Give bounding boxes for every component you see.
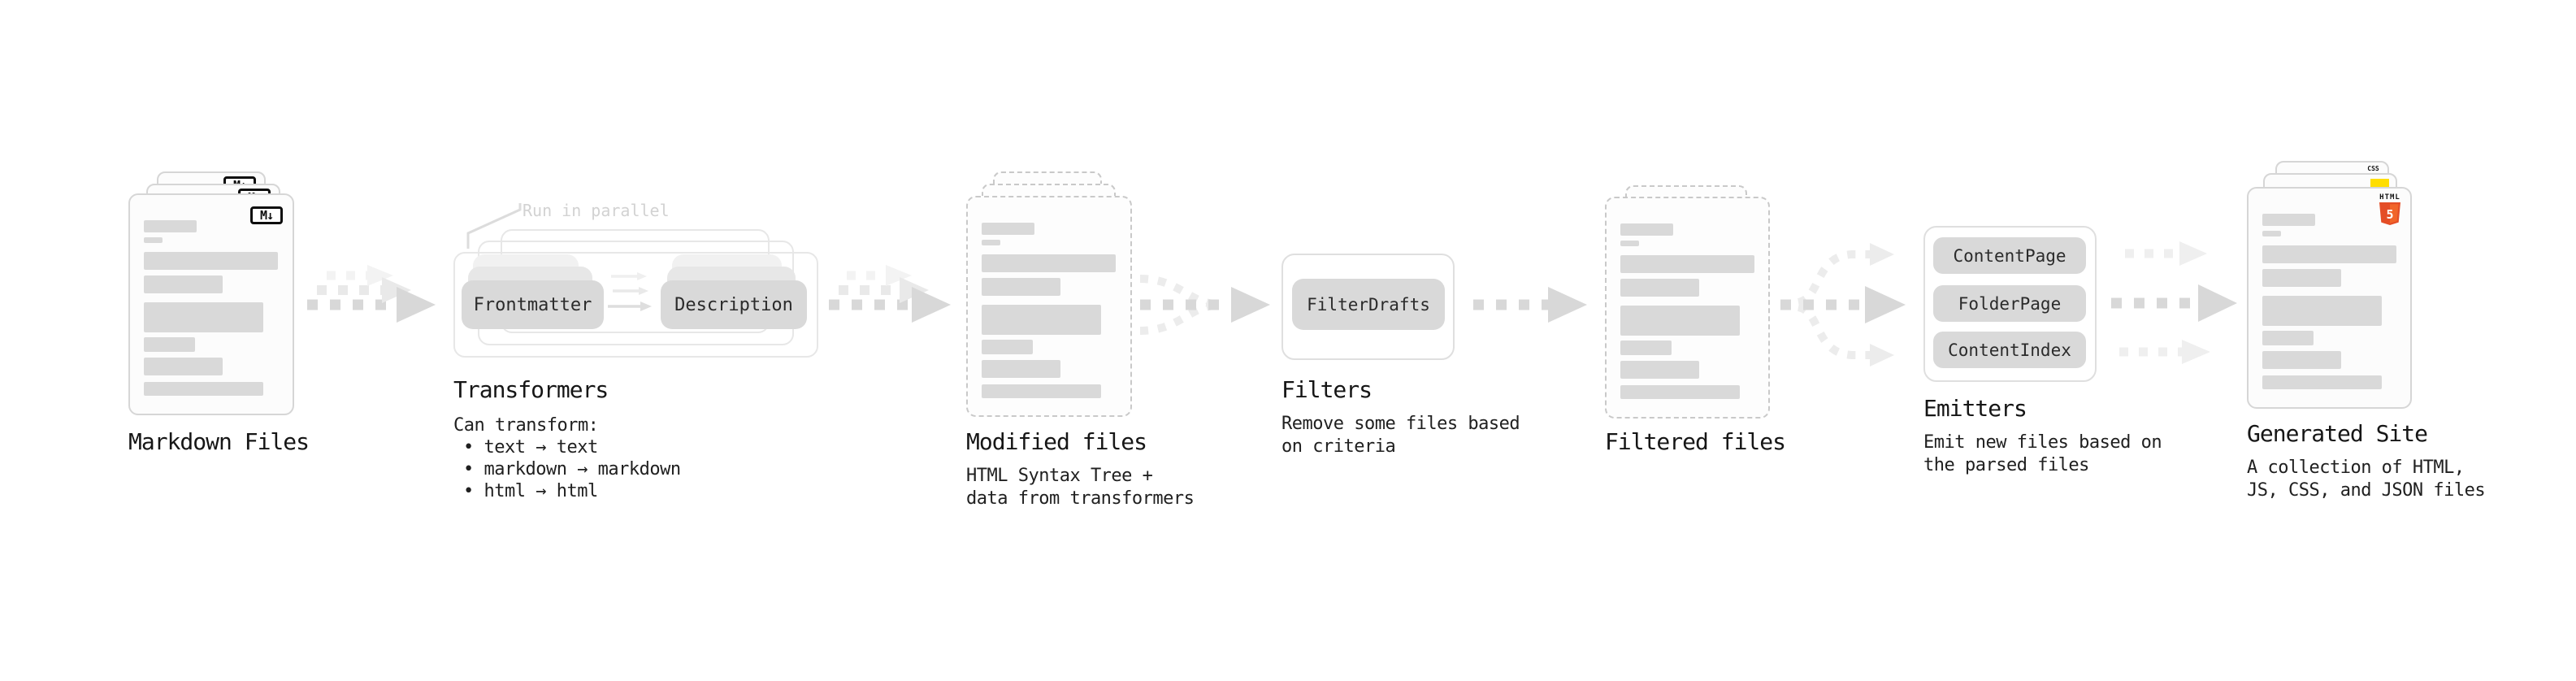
html5-icon-label: HTML: [2379, 193, 2400, 202]
emitters-box: [1923, 226, 2097, 382]
contentindex-pill: ContentIndex: [1933, 332, 2086, 368]
flow-arrows-emitters-to-generated-icon: [2111, 241, 2237, 364]
placeholder-text-bar: [144, 382, 263, 396]
placeholder-text-bar: [2262, 351, 2341, 369]
generated-html-file-card: HTML 5: [2247, 187, 2412, 409]
contentpage-pill: ContentPage: [1933, 237, 2086, 274]
placeholder-text-bar: [982, 240, 1000, 245]
modified-files-title: Modified files: [966, 428, 1147, 455]
transformers-description: Can transform: • text → text • markdown …: [453, 414, 681, 502]
placeholder-text-bar: [2262, 331, 2314, 345]
filtered-files-title: Filtered files: [1605, 428, 1786, 455]
emitters-title: Emitters: [1923, 395, 2027, 422]
placeholder-text-bar: [144, 237, 163, 243]
transformer-box-front: [453, 252, 818, 358]
placeholder-text-bar: [2262, 375, 2382, 389]
transformers-title: Transformers: [453, 376, 609, 403]
filters-title: Filters: [1281, 376, 1373, 403]
description-pill: Description: [661, 280, 807, 329]
placeholder-text-bar: [2262, 296, 2382, 326]
folderpage-pill: FolderPage: [1933, 285, 2086, 322]
contentindex-pill-label: ContentIndex: [1948, 340, 2071, 360]
filters-box: [1281, 254, 1455, 360]
frontmatter-pill: Frontmatter: [462, 280, 604, 329]
filtered-file-card-front: [1605, 197, 1770, 419]
description-pill-label: Description: [674, 294, 793, 315]
placeholder-text-bar: [144, 275, 223, 293]
transform-bullet: • html → html: [463, 481, 598, 501]
css-icon-label: CSS: [2367, 165, 2379, 172]
markdown-files-title: Markdown Files: [128, 428, 310, 455]
flow-arrow-converge-to-filters-icon: [1139, 275, 1270, 335]
html5-icon: HTML 5: [2379, 194, 2400, 225]
generated-site-title: Generated Site: [2247, 420, 2428, 447]
placeholder-text-bar: [982, 254, 1116, 272]
callout-leader-line: [466, 203, 522, 249]
flow-arrow-transformers-to-modified-icon: [829, 265, 951, 323]
svg-text:5: 5: [2386, 207, 2393, 222]
placeholder-text-bar: [2262, 214, 2315, 226]
folderpage-pill-label: FolderPage: [1958, 293, 2062, 314]
placeholder-text-bar: [144, 252, 278, 270]
placeholder-text-bar: [1620, 306, 1740, 336]
placeholder-text-bar: [1620, 223, 1673, 236]
placeholder-text-bar: [982, 305, 1101, 335]
placeholder-text-bar: [144, 220, 197, 232]
markdown-icon: M↓: [250, 206, 283, 224]
placeholder-text-bar: [144, 302, 263, 332]
modified-files-subtitle: HTML Syntax Tree + data from transformer…: [966, 466, 1195, 509]
modified-file-card-front: [966, 196, 1132, 417]
placeholder-text-bar: [144, 358, 223, 375]
placeholder-text-bar: [982, 278, 1060, 296]
placeholder-text-bar: [2262, 269, 2341, 287]
js-icon: [2370, 179, 2389, 189]
filterdrafts-pill: FilterDrafts: [1292, 279, 1445, 330]
filters-subtitle: Remove some files based on criteria: [1281, 414, 1520, 457]
placeholder-text-bar: [1620, 255, 1754, 273]
placeholder-text-bar: [2262, 245, 2396, 263]
parallel-arrows-icon: [608, 272, 652, 311]
html5-shield: 5: [2379, 202, 2400, 225]
placeholder-text-bar: [144, 337, 195, 352]
frontmatter-pill-label: Frontmatter: [473, 294, 592, 315]
placeholder-text-bar: [1620, 361, 1699, 379]
placeholder-text-bar: [1620, 340, 1672, 355]
flow-arrow-markdown-to-transformers-icon: [307, 265, 436, 323]
placeholder-text-bar: [982, 340, 1033, 354]
placeholder-text-bar: [982, 384, 1101, 398]
flow-arrow-filters-to-filtered-icon: [1473, 287, 1587, 323]
filterdrafts-pill-label: FilterDrafts: [1307, 294, 1430, 314]
placeholder-text-bar: [982, 360, 1060, 378]
flow-arrow-diverge-to-emitters-icon: [1780, 243, 1906, 367]
markdown-file-card-front: M↓: [128, 193, 294, 415]
can-transform-heading: Can transform:: [453, 415, 599, 436]
placeholder-text-bar: [1620, 385, 1740, 399]
placeholder-text-bar: [1620, 279, 1699, 297]
run-in-parallel-callout: Run in parallel: [523, 201, 670, 220]
transform-bullet: • text → text: [463, 437, 598, 458]
contentpage-pill-label: ContentPage: [1953, 245, 2066, 266]
emitters-subtitle: Emit new files based on the parsed files: [1923, 432, 2162, 475]
placeholder-text-bar: [2262, 231, 2281, 236]
placeholder-text-bar: [1620, 241, 1639, 246]
transform-bullet: • markdown → markdown: [463, 459, 681, 479]
markdown-icon-glyph: M↓: [259, 208, 274, 223]
placeholder-text-bar: [982, 223, 1034, 235]
generated-site-subtitle: A collection of HTML, JS, CSS, and JSON …: [2247, 458, 2486, 501]
